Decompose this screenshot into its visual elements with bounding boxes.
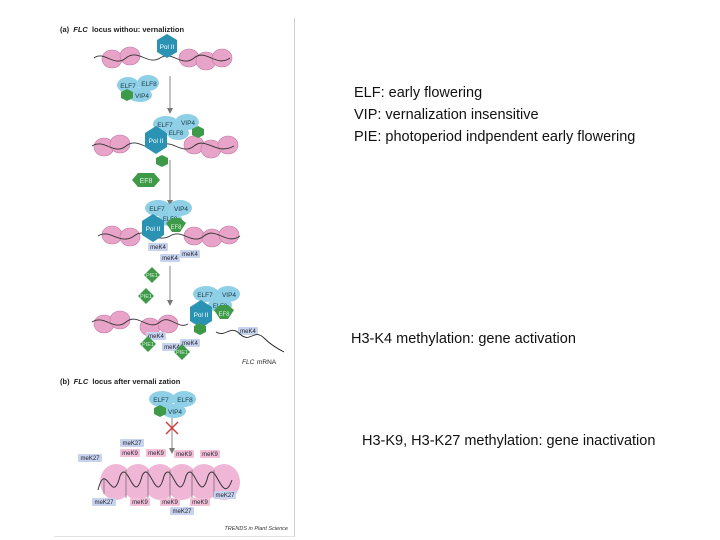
flc-regulation-figure: (a) FLC locus withou: vernaliztion Pol I… — [54, 18, 295, 537]
chromatin-step-3 — [97, 225, 241, 248]
elf7-label: ELF7 — [157, 122, 173, 129]
chromatin-step-1 — [93, 46, 233, 71]
mek4-label: meK4 — [162, 256, 178, 262]
mek4-label: meK4 — [240, 329, 256, 335]
mek27-label: meK27 — [94, 500, 114, 506]
pol-ii-complex-1: Pol II — [157, 34, 177, 58]
definition-pie: PIE: photoperiod indpendent early flower… — [354, 129, 636, 145]
vip4-label: VIP4 — [168, 409, 182, 416]
pol-ii-label: Pol II — [149, 138, 164, 145]
mek4-label: meK4 — [148, 334, 164, 340]
acronym-definitions: ELF: early flowering VIP: vernalization … — [354, 82, 635, 148]
mek27-label: meK27 — [80, 456, 100, 462]
elf7-label: ELF7 — [149, 206, 165, 213]
mek27-label: meK27 — [172, 509, 192, 515]
h3k4-marks-step-4: meK4 meK4 meK4 meK4 — [146, 327, 258, 351]
elongation-complex-3: ELF7 VIP4 ELF8 Pol II EF8 — [142, 200, 192, 242]
vip4-label: VIP4 — [135, 93, 149, 100]
mek4-label: meK4 — [182, 252, 198, 258]
pie1-factors-step-4: PIE1 PIE1 — [140, 336, 190, 360]
definition-vip: VIP: vernalization insensitive — [354, 107, 539, 123]
activation-note: H3-K4 methylation: gene activation — [351, 331, 576, 347]
mrna-gene-label: FLC — [242, 359, 255, 366]
h3k4-marks-step-3: meK4 meK4 meK4 — [148, 243, 200, 262]
figure-credit: TRENDS in Plant Science — [224, 526, 288, 532]
pie1-label: PIE1 — [146, 273, 158, 279]
elf8-label: ELF8 — [141, 81, 157, 88]
silenced-chromatin — [97, 464, 240, 500]
elf-vip-complex-b: ELF7 ELF8 VIP4 — [149, 391, 196, 418]
h3k9-marks: meK9 meK9 meK9 meK9 meK9 meK9 meK9 — [120, 449, 220, 506]
mek9-label: meK9 — [122, 451, 138, 457]
panel-b-gene: FLC — [74, 377, 89, 386]
inactivation-note: H3-K9, H3-K27 methylation: gene inactiva… — [362, 433, 656, 449]
ef8-label: EF8 — [218, 312, 230, 318]
mek9-label: meK9 — [176, 452, 192, 458]
mek9-label: meK9 — [162, 500, 178, 506]
vip4-label: VIP4 — [222, 292, 236, 299]
ef8-label: EF8 — [140, 178, 153, 185]
mek4-label: meK4 — [182, 341, 198, 347]
panel-b-letter: (b) — [60, 377, 70, 386]
h3k27-marks: meK27 meK27 meK27 meK27 meK27 — [78, 439, 236, 515]
mek4-label: meK4 — [150, 245, 166, 251]
mek27-label: meK27 — [122, 441, 142, 447]
pie1-label: PIE1 — [142, 342, 154, 348]
pie1-label: PIE1 — [176, 350, 188, 356]
svg-text:(a) FLC locus withou:: (a) FLC locus withou: vernaliztion — [60, 25, 184, 34]
mek4-label: meK4 — [164, 345, 180, 351]
block-cross-icon — [165, 421, 179, 435]
mek9-label: meK9 — [202, 452, 218, 458]
elf7-label: ELF7 — [120, 83, 136, 90]
elf7-label: ELF7 — [153, 397, 169, 404]
elongation-complex-2: ELF7 VIP4 ELF8 Pol II — [145, 114, 204, 167]
panel-a-letter: (a) — [60, 25, 70, 34]
pie1-label: PIE1 — [140, 294, 152, 300]
panel-a-gene: FLC — [73, 25, 88, 34]
elf8-label: ELF8 — [177, 397, 193, 404]
mrna-suffix-label: mRNA — [257, 359, 277, 366]
ef8-factor: EF8 — [132, 173, 160, 187]
definition-elf: ELF: early flowering — [354, 85, 483, 101]
panel-b-title: locus after vernali zation — [92, 377, 180, 386]
mek9-label: meK9 — [192, 500, 208, 506]
pol-ii-label: Pol II — [194, 312, 209, 319]
vip4-label: VIP4 — [181, 120, 195, 127]
mek27-label: meK27 — [215, 493, 235, 499]
pol-ii-label: Pol II — [146, 226, 161, 233]
chromatin-step-4 — [91, 310, 189, 337]
mek9-label: meK9 — [148, 451, 164, 457]
panel-a-title: locus withou: vernaliztion — [92, 25, 185, 34]
elf8-label: ELF8 — [169, 131, 184, 137]
vip4-label: VIP4 — [174, 206, 188, 213]
ef8-label: EF8 — [170, 225, 182, 231]
pie1-factors: PIE1 PIE1 — [138, 267, 160, 304]
pol-ii-label: Pol II — [160, 44, 175, 51]
elf7-label: ELF7 — [197, 292, 213, 299]
flc-mrna: FLC mRNA — [215, 329, 285, 366]
mek9-label: meK9 — [132, 500, 148, 506]
elf-vip-complex-1: ELF7 ELF8 VIP4 — [117, 75, 159, 102]
svg-text:(b) FLC locus after ve: (b) FLC locus after vernali zation — [60, 377, 181, 386]
elongation-complex-4: ELF7 VIP4 ELF8 Pol II EF8 — [190, 286, 240, 335]
